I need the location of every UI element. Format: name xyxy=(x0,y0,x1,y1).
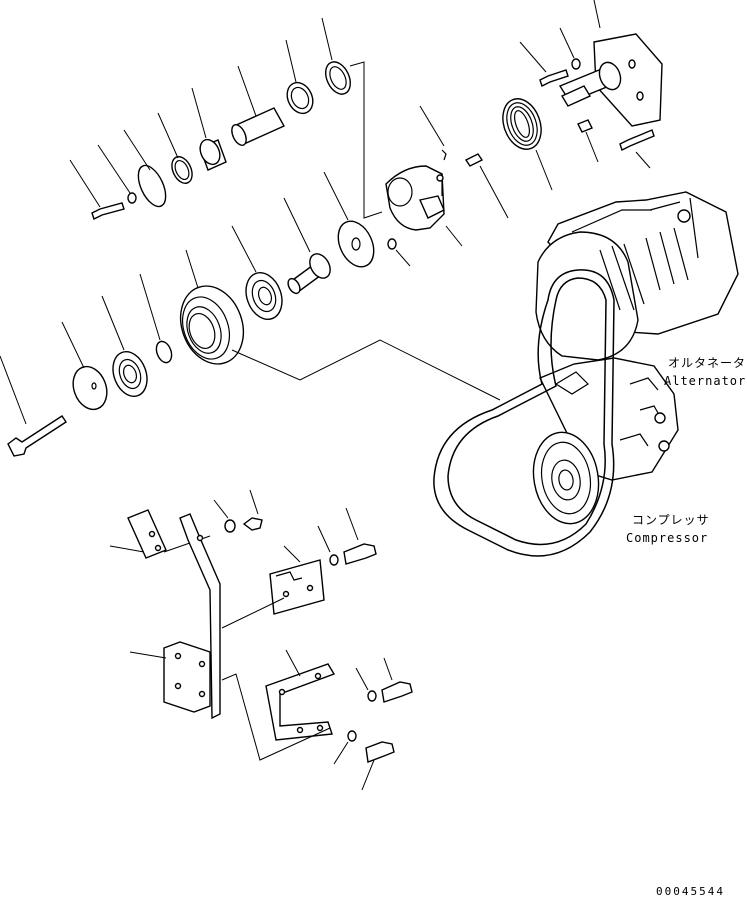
bolt-small-top xyxy=(69,159,125,220)
alternator-label-en: Alternator xyxy=(664,374,746,388)
bracket-plate-left xyxy=(129,641,211,713)
washer-bracket-top xyxy=(559,27,581,70)
bolt-bracket-top xyxy=(519,41,569,87)
cover-plate xyxy=(61,321,108,411)
pin-small xyxy=(464,153,509,219)
idler-shaft xyxy=(283,197,331,295)
bracket-plate-mid xyxy=(221,545,325,629)
drawing-code: 00045544 xyxy=(656,885,725,898)
washer-lower-1 xyxy=(213,499,236,533)
washer-small-top xyxy=(97,144,137,204)
long-bolt xyxy=(0,355,67,457)
large-washer xyxy=(323,171,375,268)
bolt-bracket-right xyxy=(619,129,655,169)
bearing-right xyxy=(231,225,283,320)
ring-top-1 xyxy=(157,112,193,184)
alternator-label-jp: オルタネータ xyxy=(668,356,746,370)
bolt-lower-4 xyxy=(361,741,395,791)
compressor-label-jp: コンプレッサ xyxy=(632,513,710,527)
bracket-l-shape xyxy=(221,649,336,761)
bushing-top xyxy=(191,87,227,171)
compressor-label-en: Compressor xyxy=(626,531,708,545)
bolt-lower-3 xyxy=(381,657,413,703)
ring-top-2 xyxy=(285,39,314,115)
sleeve-top xyxy=(231,65,285,146)
bolt-lower-2 xyxy=(343,507,377,565)
bearing-left xyxy=(101,295,148,397)
torsion-spring xyxy=(502,98,553,191)
mounting-bracket-top xyxy=(558,0,663,127)
plate-washer-top xyxy=(123,129,167,208)
compressor xyxy=(532,357,679,525)
bolt-lower-1 xyxy=(242,489,263,531)
washer-lower-2 xyxy=(317,525,339,566)
v-belt xyxy=(433,269,615,557)
washer-lower-4 xyxy=(333,730,357,765)
tensioner-arm xyxy=(385,105,463,247)
washer-lower-3 xyxy=(355,667,377,702)
ring-top-3 xyxy=(321,17,351,95)
alternator xyxy=(535,191,739,361)
small-nut xyxy=(387,238,411,267)
snap-ring xyxy=(139,273,173,364)
pin-bracket xyxy=(577,119,599,163)
bracket-long-vertical xyxy=(179,513,221,720)
idler-pulley xyxy=(179,249,245,365)
